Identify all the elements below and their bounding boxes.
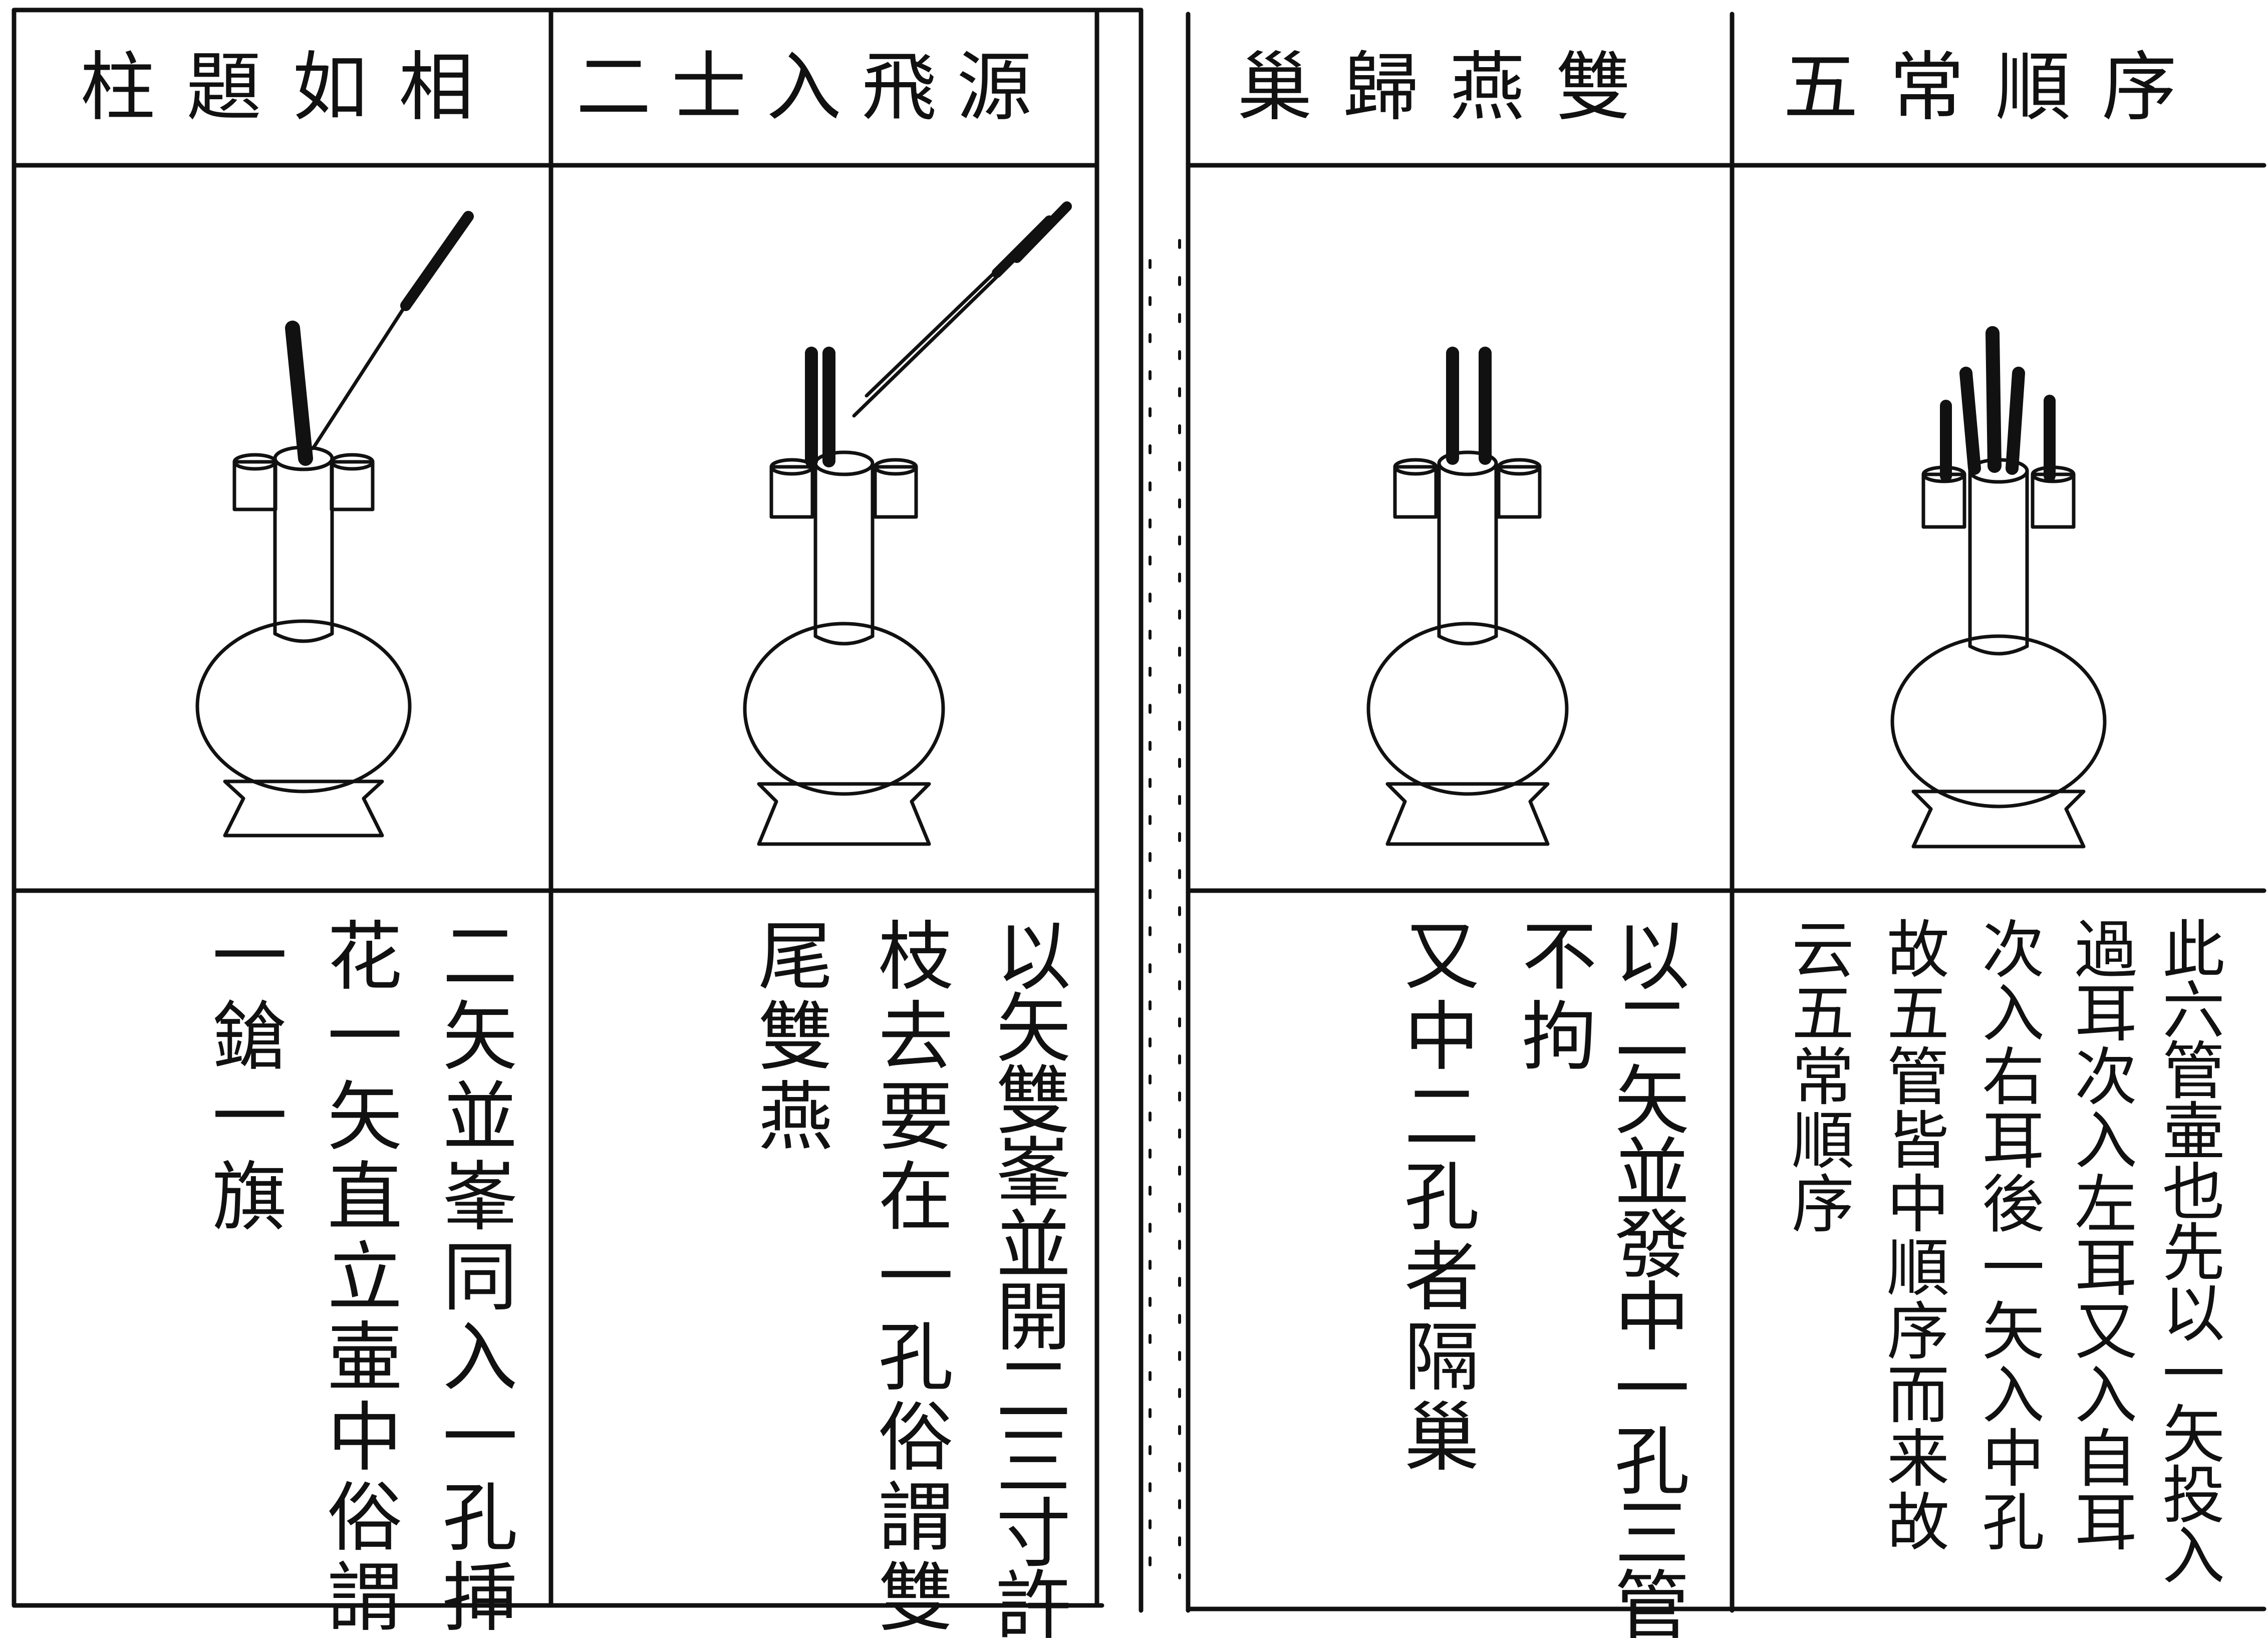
panel-4-title: 五常順序 bbox=[1783, 44, 2208, 131]
right-page-frame bbox=[1186, 12, 2266, 1613]
panel-1-line-3: 一鎗一旗 bbox=[199, 917, 287, 1237]
panel-4-line-4: 故五管皆中順序而来故 bbox=[1876, 917, 1948, 1553]
vase-4 bbox=[1890, 458, 2107, 849]
panel-4-line-5: 云五常順序 bbox=[1781, 917, 1853, 1235]
vase-1 bbox=[195, 445, 412, 838]
panel-2-line-3: 尾雙燕 bbox=[745, 917, 832, 1157]
arrows-vase-2 bbox=[805, 201, 1072, 467]
arrows-vase-1 bbox=[285, 211, 474, 466]
panel-2-line-1: 以矢雙峯並開二三寸許 bbox=[983, 917, 1070, 1638]
panel-2-line-2: 枝去要在一孔俗謂雙 bbox=[866, 917, 953, 1638]
panel-3-line-2: 不拘 bbox=[1509, 917, 1596, 1077]
panel-1-line-2: 花一矢直立壷中俗謂 bbox=[315, 917, 402, 1638]
panel-4-line-3: 次入右耳後一矢入中孔 bbox=[1971, 917, 2044, 1553]
vase-3 bbox=[1366, 450, 1569, 846]
arrows-vase-3 bbox=[1446, 347, 1492, 465]
vase-2 bbox=[743, 450, 945, 846]
panel-3-title: 巢歸燕雙 bbox=[1237, 44, 1662, 131]
left-page-frame bbox=[12, 8, 1144, 1613]
panel-2-title: 二士入飛源 bbox=[576, 44, 1052, 131]
panel-3-line-1: 以二矢並發中一孔三管 bbox=[1602, 917, 1689, 1638]
arrows-vase-4 bbox=[1940, 326, 2056, 482]
panel-1-title: 柱題如相 bbox=[80, 44, 505, 131]
panel-4-line-2: 過耳次入左耳又入自耳 bbox=[2064, 917, 2136, 1553]
panel-3-line-3: 又中二孔者隔巢 bbox=[1391, 917, 1479, 1478]
panel-4-line-1: 此六管壷也先以一矢投入 bbox=[2151, 917, 2224, 1583]
gutter-marks bbox=[1149, 239, 1181, 1579]
panel-1-line-1: 二矢並峯同入一孔挿 bbox=[430, 917, 517, 1638]
